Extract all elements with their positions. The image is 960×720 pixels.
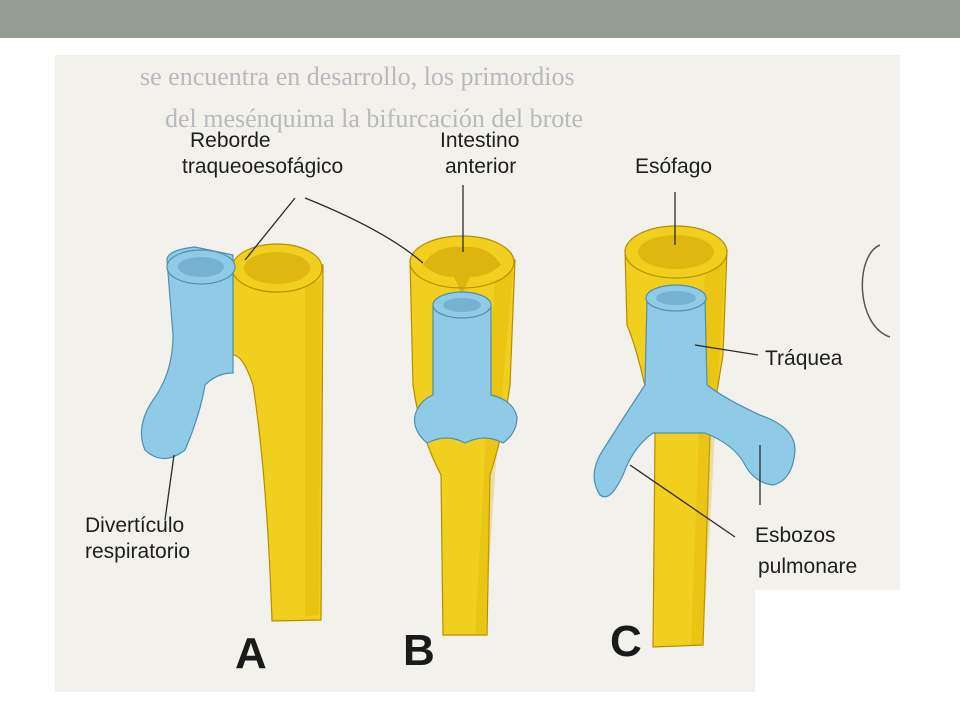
panel-letters: A B C <box>235 617 642 678</box>
label-diverticulo-line2: respiratorio <box>85 540 190 563</box>
panel-c-trachea-lung-buds <box>593 299 796 498</box>
svg-text:se encuentra en desarrollo, lo: se encuentra en desarrollo, los primordi… <box>140 62 575 91</box>
panel-letter-c: C <box>610 617 642 666</box>
blank-corner-patch <box>755 590 900 692</box>
panel-a-respiratory-diverticulum <box>140 246 234 460</box>
label-reborde-line2: traqueoesofágico <box>182 155 343 178</box>
label-traquea: Tráquea <box>765 347 843 370</box>
panel-letter-b: B <box>403 626 435 675</box>
label-esofago: Esófago <box>635 155 712 178</box>
leader-lines <box>164 185 761 538</box>
embryology-figure: se encuentra en desarrollo, los primordi… <box>55 55 900 692</box>
label-diverticulo-line1: Divertículo <box>85 514 184 537</box>
label-esbozos-line2: pulmonare <box>758 555 857 578</box>
label-intestino-line2: anterior <box>445 155 516 178</box>
panel-b-trachea <box>413 304 518 444</box>
figure-svg: se encuentra en desarrollo, los primordi… <box>85 62 891 678</box>
background-ghost-text: se encuentra en desarrollo, los primordi… <box>140 62 891 338</box>
panel-b-diagram <box>409 235 518 636</box>
svg-text:del mesénquima la bifurcación: del mesénquima la bifurcación del brote <box>165 104 583 133</box>
label-intestino-line1: Intestino <box>440 129 519 152</box>
panel-letter-a: A <box>235 629 267 678</box>
labels: Reborde traqueoesofágico Intestino anter… <box>85 129 857 578</box>
top-bar <box>0 0 960 38</box>
panel-a-diagram <box>140 243 324 622</box>
panel-a-esophagus <box>232 264 324 622</box>
panel-c-diagram <box>593 225 796 648</box>
label-esbozos-line1: Esbozos <box>755 524 836 547</box>
label-reborde-line1: Reborde <box>190 129 271 152</box>
